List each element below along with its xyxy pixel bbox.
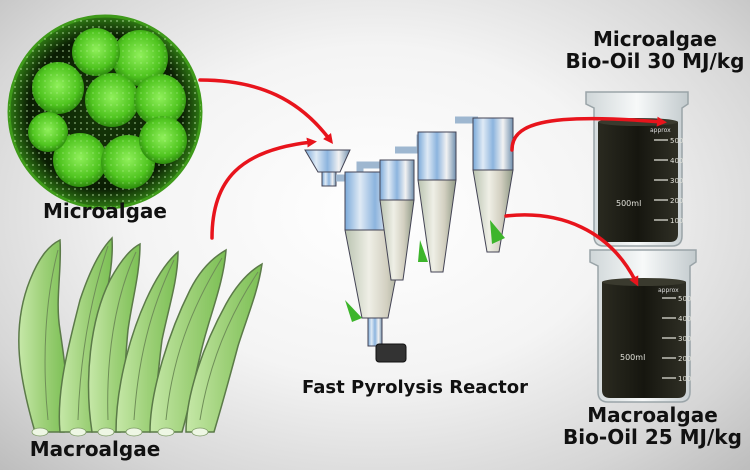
- beaker-1-scale-300: 300: [670, 177, 683, 185]
- beaker-1-scale-500: 500: [670, 137, 683, 145]
- macroalgae-bio-oil-label-line1: Macroalgae: [587, 403, 718, 427]
- arrow-microalgae-to-reactor: [198, 78, 334, 144]
- microalgae-bio-oil-label: Microalgae Bio-Oil 30 MJ/kg: [560, 28, 750, 73]
- macroalgae-label: Macroalgae: [29, 437, 161, 461]
- beaker-1-scale-200: 200: [670, 197, 683, 205]
- reactor-label: Fast Pyrolysis Reactor: [302, 377, 528, 398]
- macroalgae-bio-oil-label-line2: Bio-Oil 25 MJ/kg: [563, 425, 742, 450]
- beaker-1-scale-400: 400: [670, 157, 683, 165]
- microalgae-colony-illustration: [7, 14, 203, 210]
- beaker-1-scale-100: 100: [670, 217, 683, 225]
- beaker-1-volume: 500ml: [616, 199, 641, 208]
- beaker-2-scale-300: 300: [678, 335, 691, 343]
- arrow-reactor-to-microalgae-oil: [510, 116, 667, 152]
- arrow-macroalgae-to-reactor: [210, 137, 317, 240]
- beaker-2-brand: approx: [658, 287, 679, 294]
- microalgae-bio-oil-label-line1: Microalgae: [593, 27, 717, 51]
- microalgae-bio-oil-beaker: [585, 91, 689, 247]
- macroalgae-bio-oil-label: Macroalgae Bio-Oil 25 MJ/kg: [555, 404, 750, 449]
- macroalgae-seaweed-illustration: [18, 236, 263, 437]
- macroalgae-bio-oil-beaker: [589, 249, 697, 403]
- beaker-2-scale-400: 400: [678, 315, 691, 323]
- microalgae-label: Microalgae: [43, 199, 167, 223]
- microalgae-bio-oil-label-line2: Bio-Oil 30 MJ/kg: [565, 49, 745, 74]
- beaker-2-volume: 500ml: [620, 353, 645, 362]
- arrow-reactor-to-macroalgae-oil: [504, 213, 639, 287]
- beaker-2-scale-100: 100: [678, 375, 691, 383]
- beaker-2-scale-500: 500: [678, 295, 691, 303]
- fast-pyrolysis-reactor-illustration: [304, 116, 514, 363]
- beaker-1-brand: approx: [650, 127, 671, 134]
- beaker-2-scale-200: 200: [678, 355, 691, 363]
